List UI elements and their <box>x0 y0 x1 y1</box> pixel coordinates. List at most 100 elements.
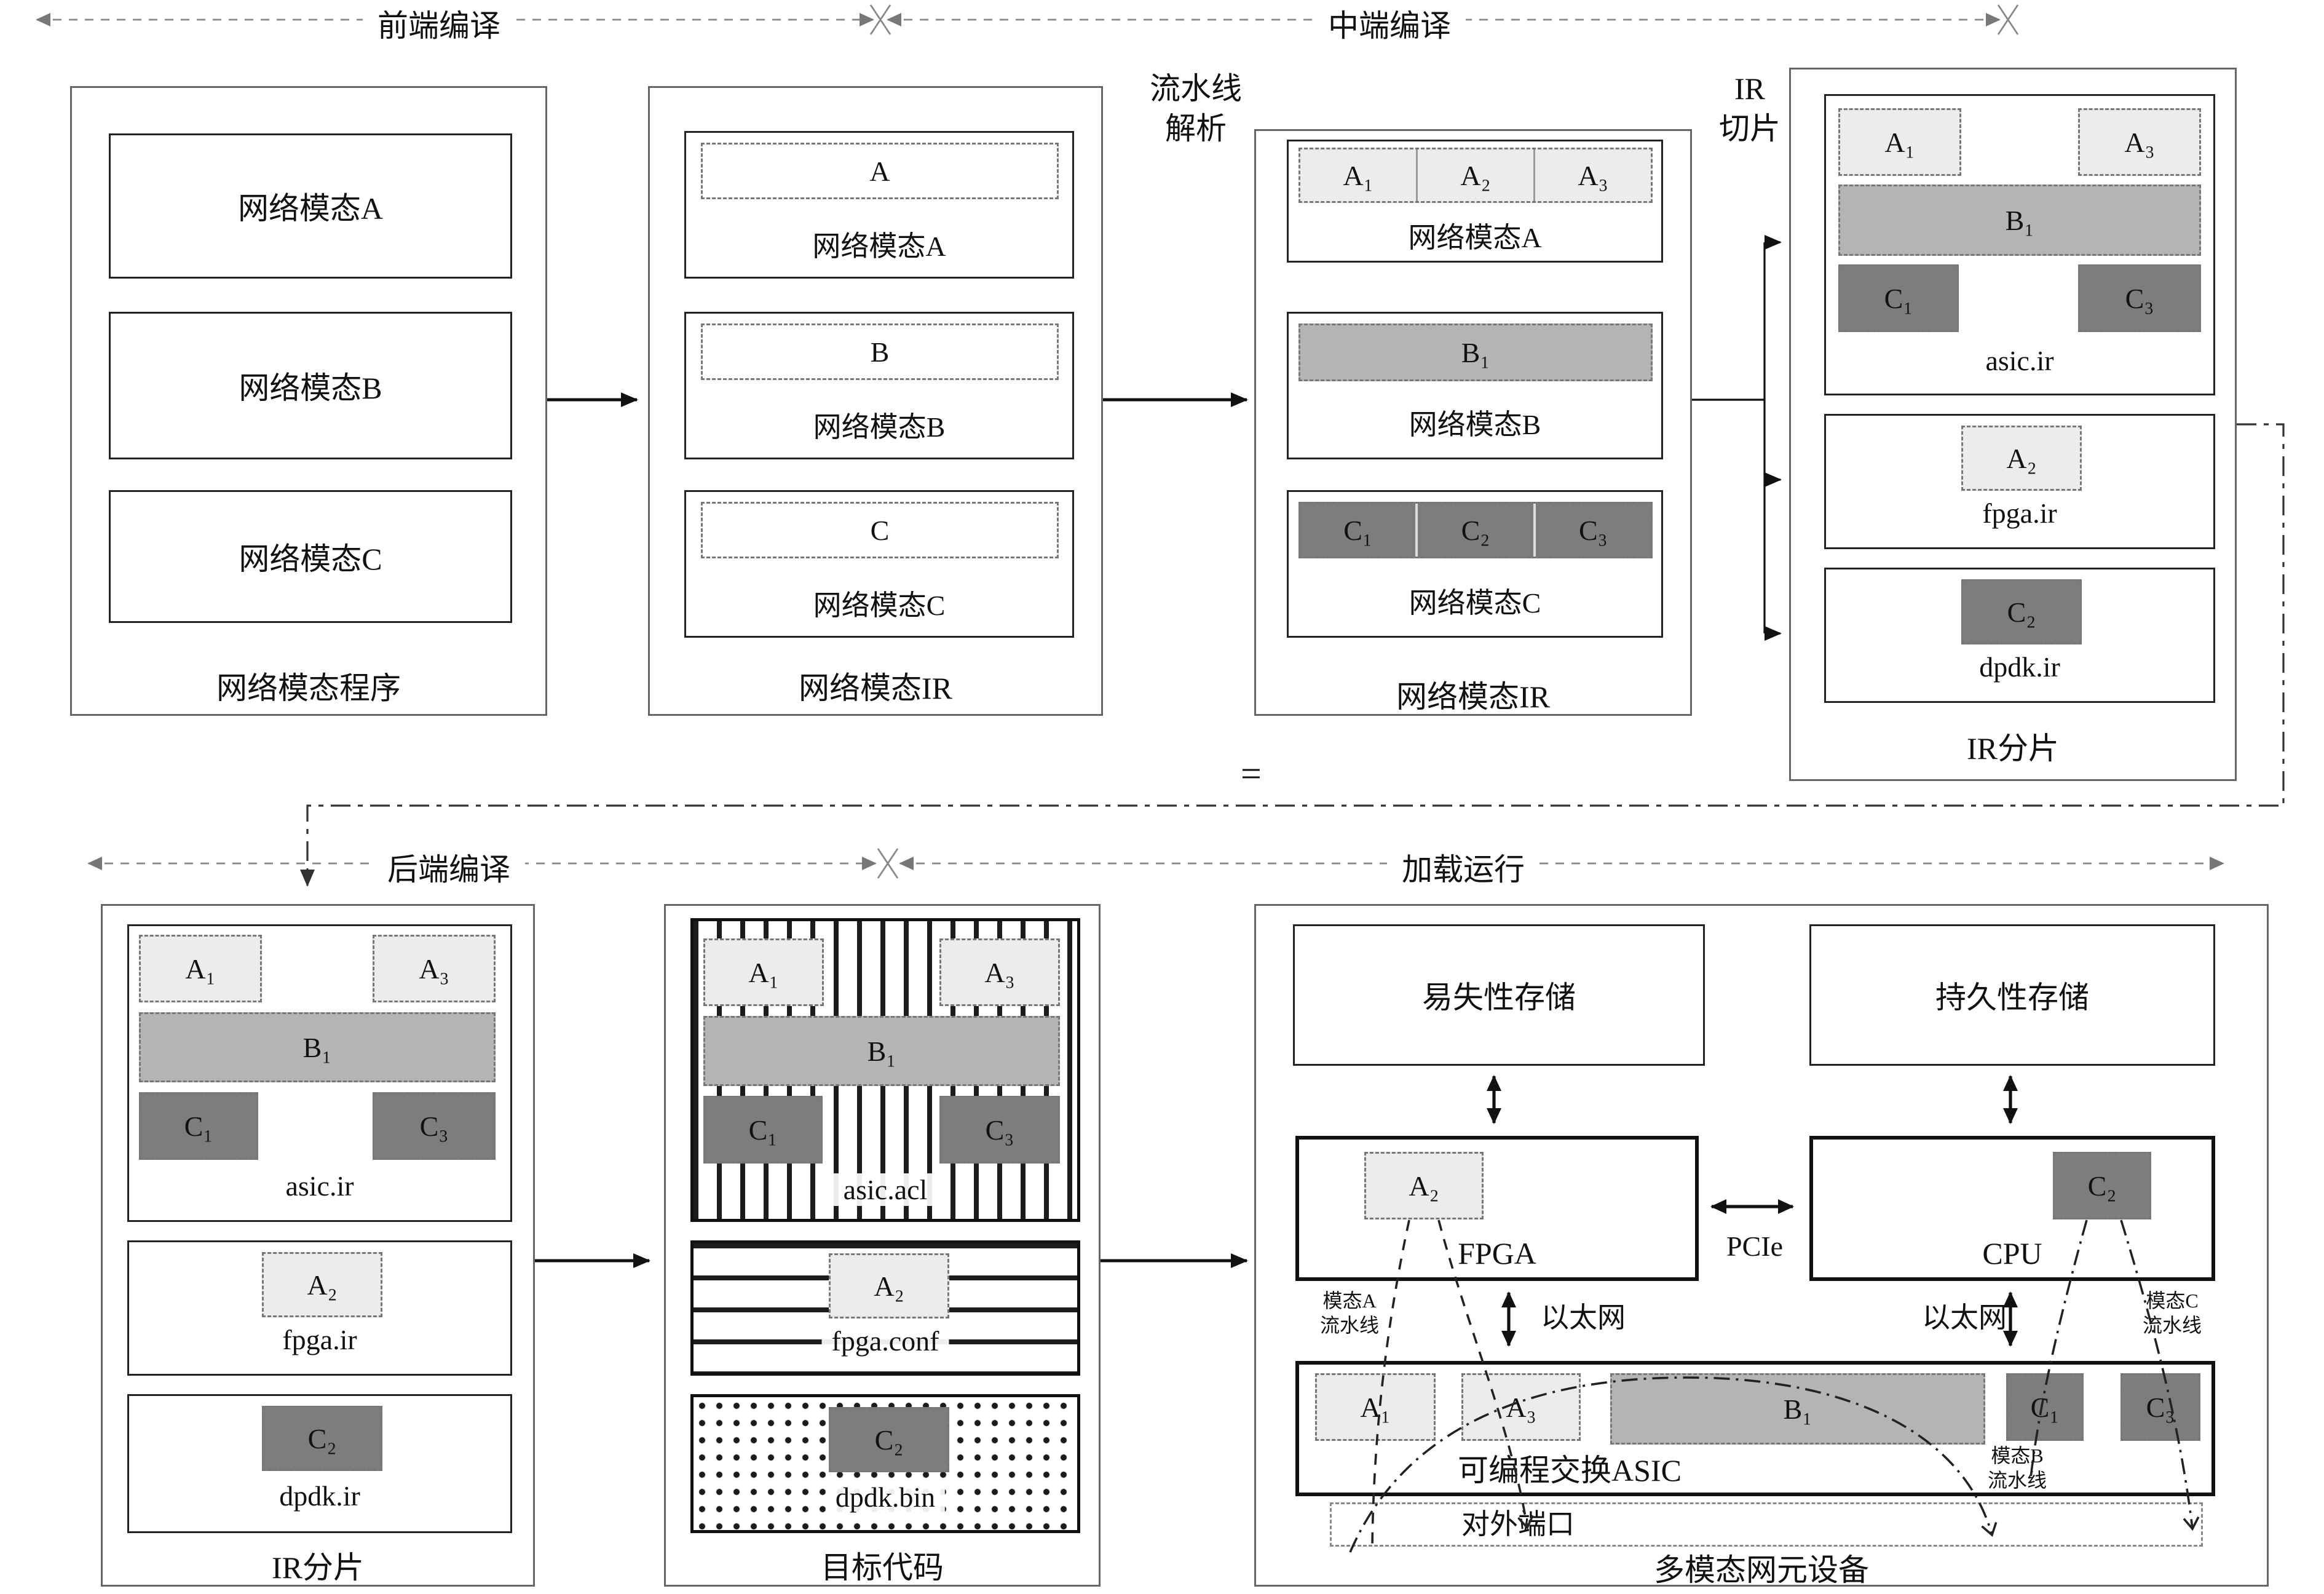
program-modality-c: 网络模态C <box>109 490 512 623</box>
pipeline-parse-note: 流水线 解析 <box>1125 69 1267 149</box>
program-modality-a: 网络模态A <box>109 133 512 279</box>
phase-runtime: 加载运行 <box>1387 845 1539 889</box>
program-modality-a-label: 网络模态A <box>237 191 384 226</box>
cpu-label: CPU <box>1982 1236 2042 1271</box>
dpdk-ir-box-bottom: C₂ dpdk.ir <box>127 1394 512 1533</box>
asic-ir-c1-block: C₁ <box>139 1092 258 1160</box>
modal-c-pipeline-label: 模态C 流水线 <box>2123 1288 2221 1338</box>
segment-a3: A₃ <box>1533 149 1651 201</box>
ir-unit-a: A 网络模态A <box>684 131 1074 279</box>
ir-slice-line2: 切片 <box>1719 111 1781 146</box>
fpga-ir-a2-block: A₂ <box>262 1252 382 1317</box>
modal-b-line1: 模态B <box>1991 1445 2044 1467</box>
program-box: 网络模态A 网络模态B 网络模态C 网络模态程序 <box>70 86 547 716</box>
modal-c-line1: 模态C <box>2146 1290 2199 1312</box>
program-modality-b: 网络模态B <box>109 312 512 459</box>
persistent-storage-box: 持久性存储 <box>1809 924 2215 1066</box>
program-modality-c-label: 网络模态C <box>239 542 382 576</box>
asic-ir-c3-block: C₃ <box>2078 264 2201 332</box>
dpdk-ir-caption-bottom: dpdk.ir <box>279 1480 360 1512</box>
fpga-box: A₂ FPGA <box>1295 1136 1699 1281</box>
dpdk-bin-c2-block: C₂ <box>829 1407 949 1472</box>
dpdk-ir-c2-block: C₂ <box>1961 579 2082 644</box>
asic-b1-block: B₁ <box>1610 1373 1985 1445</box>
ir-slices-caption-top: IR分片 <box>1967 731 2059 766</box>
asic-ir-box-top: A₁ A₃ B₁ C₁ C₃ asic.ir <box>1824 94 2215 395</box>
segment-c1: C₁ <box>1343 514 1373 546</box>
dpdk-bin-box: C₂ dpdk.bin <box>690 1394 1080 1533</box>
ir-slices-box-bottom: A₁ A₃ B₁ C₁ C₃ asic.ir A₂ fpga.ir C₂ dpd… <box>101 904 535 1587</box>
sliced-unit-b-caption: 网络模态B <box>1409 409 1541 440</box>
a-segments-block: A₁ A₂ A₃ <box>1298 148 1653 203</box>
fpga-ir-a2-block: A₂ <box>1961 426 2082 491</box>
segment-c3: C₃ <box>1533 504 1651 557</box>
asic-ir-caption-bottom: asic.ir <box>285 1170 354 1202</box>
asic-box: A₁ A₃ B₁ C₁ C₃ 可编程交换ASIC 模态B 流水线 <box>1295 1361 2215 1496</box>
sliced-unit-c-caption: 网络模态C <box>1409 587 1541 619</box>
asic-ir-c3-block: C₃ <box>373 1092 496 1160</box>
asic-label: 可编程交换ASIC <box>1458 1453 1682 1488</box>
pipeline-parse-line2: 解析 <box>1165 111 1227 146</box>
device-box: 易失性存储 持久性存储 A₂ FPGA C₂ CPU PCIe 模态A 流水线 … <box>1254 904 2269 1587</box>
ir-unit-c-caption: 网络模态C <box>813 590 946 621</box>
asic-a1-block: A₁ <box>1315 1373 1436 1441</box>
asic-ir-a3-block: A₃ <box>373 935 496 1002</box>
fpga-ir-box-bottom: A₂ fpga.ir <box>127 1240 512 1376</box>
fpga-ir-caption-bottom: fpga.ir <box>282 1324 357 1355</box>
program-modality-b-label: 网络模态B <box>239 371 382 405</box>
asic-acl-caption: asic.acl <box>833 1173 938 1206</box>
asic-ir-c1-block: C₁ <box>1838 264 1959 332</box>
asic-acl-c3-block: C₃ <box>939 1096 1060 1164</box>
fpga-conf-caption: fpga.conf <box>821 1325 949 1357</box>
ir-slices-box-top: A₁ A₃ B₁ C₁ C₃ asic.ir A₂ fpga.ir C₂ dpd… <box>1789 68 2237 781</box>
dpdk-ir-c2-block: C₂ <box>262 1406 382 1471</box>
sliced-unit-a-caption: 网络模态A <box>1408 222 1542 253</box>
asic-ir-a3-block: A₃ <box>2078 108 2201 176</box>
ir-slice-line1: IR <box>1734 71 1765 106</box>
phase-midend: 中端编译 <box>1313 1 1466 46</box>
pcie-label: PCIe <box>1726 1231 1783 1262</box>
segment-a1: A₁ <box>1343 159 1373 191</box>
dpdk-ir-box-top: C₂ dpdk.ir <box>1824 568 2215 703</box>
asic-ir-b1-block: B₁ <box>1838 184 2201 256</box>
ir-unit-b: B 网络模态B <box>684 312 1074 459</box>
asic-ir-caption-top: asic.ir <box>1985 345 2054 376</box>
asic-c3-block: C₃ <box>2120 1373 2200 1441</box>
segment-c2: C₂ <box>1415 504 1533 557</box>
ir-block-a: A <box>701 143 1059 199</box>
persistent-storage-label: 持久性存储 <box>1935 980 2089 1015</box>
asic-c1-block: C₁ <box>2006 1373 2084 1441</box>
asic-acl-box: A₁ A₃ B₁ C₁ C₃ asic.acl <box>690 918 1080 1222</box>
asic-acl-a1-block: A₁ <box>703 938 824 1006</box>
asic-acl-b1-block: B₁ <box>703 1016 1060 1086</box>
block-b1: B₁ <box>1298 323 1653 381</box>
phase-backend: 后端编译 <box>373 845 525 889</box>
ir-block-c: C <box>701 502 1059 558</box>
sliced-unit-c: C₁ C₂ C₃ 网络模态C <box>1287 490 1663 638</box>
ir-slices-caption-bottom: IR分片 <box>272 1550 364 1585</box>
ethernet-right-label: 以太网 <box>1922 1302 2007 1333</box>
ethernet-left-label: 以太网 <box>1541 1302 1626 1333</box>
sliced-unit-b: B₁ 网络模态B <box>1287 312 1663 459</box>
target-code-caption: 目标代码 <box>821 1550 944 1585</box>
modal-b-line2: 流水线 <box>1987 1469 2047 1491</box>
dpdk-ir-caption-top: dpdk.ir <box>1979 651 2060 683</box>
cpu-box: C₂ CPU <box>1809 1136 2215 1281</box>
ir-unit-c: C 网络模态C <box>684 490 1074 638</box>
sliced-ir-box-caption: 网络模态IR <box>1396 680 1550 714</box>
cpu-c2-block: C₂ <box>2053 1152 2151 1219</box>
device-caption: 多模态网元设备 <box>1654 1553 1869 1587</box>
ir-slice-bracket <box>1692 235 1782 641</box>
dpdk-bin-caption: dpdk.bin <box>825 1481 946 1513</box>
volatile-storage-label: 易失性存储 <box>1422 980 1576 1015</box>
ir-block-b: B <box>701 323 1059 380</box>
program-box-caption: 网络模态程序 <box>216 671 401 705</box>
ir-unit-a-caption: 网络模态A <box>812 231 946 262</box>
fpga-conf-a2-block: A₂ <box>829 1253 949 1318</box>
pipeline-parse-line1: 流水线 <box>1150 71 1242 106</box>
modal-a-line2: 流水线 <box>1319 1314 1379 1336</box>
ir-unit-b-caption: 网络模态B <box>813 411 946 443</box>
sliced-ir-box: A₁ A₂ A₃ 网络模态A B₁ 网络模态B C₁ C₂ C₃ 网络模态C 网… <box>1254 129 1692 716</box>
sliced-unit-a: A₁ A₂ A₃ 网络模态A <box>1287 140 1663 263</box>
